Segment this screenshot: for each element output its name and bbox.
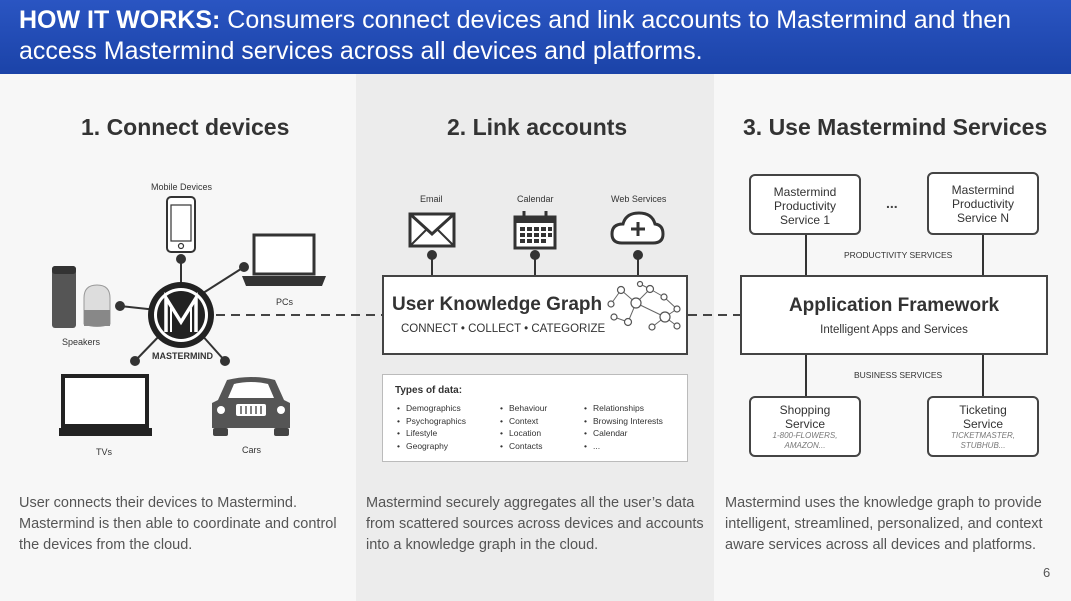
header-text: HOW IT WORKS: Consumers connect devices …	[19, 5, 1049, 67]
application-framework-subtitle: Intelligent Apps and Services	[820, 324, 968, 336]
type-item: Contacts	[500, 440, 547, 453]
tvs-label: TVs	[96, 447, 113, 457]
type-item: Psychographics	[397, 415, 466, 428]
type-item: Lifestyle	[397, 427, 466, 440]
step3-title: 3. Use Mastermind Services	[743, 114, 1048, 140]
types-column-2: Behaviour Context Location Contacts	[500, 402, 547, 453]
ticketing-service-label: Ticketing Service	[959, 403, 1007, 431]
types-column-3: Relationships Browsing Interests Calenda…	[584, 402, 663, 453]
type-item: Relationships	[584, 402, 663, 415]
step2-title: 2. Link accounts	[447, 114, 628, 140]
pcs-label: PCs	[276, 297, 294, 307]
mobile-label: Mobile Devices	[151, 182, 213, 192]
type-item: Context	[500, 415, 547, 428]
knowledge-graph-title: User Knowledge Graph	[392, 294, 603, 315]
type-item: Browsing Interests	[584, 415, 663, 428]
hub-label: MASTERMIND	[152, 351, 213, 361]
knowledge-graph-box: User Knowledge Graph CONNECT • COLLECT •…	[382, 275, 688, 355]
shopping-service-label: Shopping Service	[779, 403, 831, 431]
productivity-service-1-label: Mastermind Productivity Service 1	[773, 185, 837, 227]
speakers-label: Speakers	[62, 337, 101, 347]
types-title: Types of data:	[395, 385, 463, 396]
shopping-service-examples: 1-800-FLOWERS, AMAZON...	[772, 431, 838, 450]
step2-description: Mastermind securely aggregates all the u…	[366, 495, 704, 553]
email-label: Email	[420, 194, 443, 204]
types-column-1: Demographics Psychographics Lifestyle Ge…	[397, 402, 466, 453]
productivity-services-label: PRODUCTIVITY SERVICES	[844, 250, 953, 260]
ticketing-service-examples: TICKETMASTER, STUBHUB...	[950, 431, 1015, 450]
calendar-label: Calendar	[517, 194, 554, 204]
header-body: Consumers connect devices and link accou…	[19, 6, 1012, 65]
productivity-service-1: Mastermind Productivity Service 1	[749, 174, 861, 235]
business-services-label: BUSINESS SERVICES	[854, 370, 943, 380]
types-of-data-box: Types of data: Demographics Psychographi…	[382, 374, 688, 462]
type-item: Geography	[397, 440, 466, 453]
web-services-label: Web Services	[611, 194, 667, 204]
step3-description: Mastermind uses the knowledge graph to p…	[725, 495, 1043, 553]
productivity-service-n-label: Mastermind Productivity Service N	[951, 183, 1015, 225]
page-number: 6	[1043, 565, 1051, 580]
header-banner: HOW IT WORKS: Consumers connect devices …	[0, 0, 1071, 74]
type-item: Demographics	[397, 402, 466, 415]
type-item: Behaviour	[500, 402, 547, 415]
knowledge-graph-subtitle: CONNECT • COLLECT • CATEGORIZE	[401, 323, 606, 335]
header-lead: HOW IT WORKS:	[19, 6, 221, 34]
step1-description: User connects their devices to Mastermin…	[19, 495, 337, 553]
type-item: Location	[500, 427, 547, 440]
productivity-service-n: Mastermind Productivity Service N	[927, 172, 1039, 235]
application-framework-box: Application Framework Intelligent Apps a…	[740, 275, 1048, 355]
shopping-service: Shopping Service 1-800-FLOWERS, AMAZON..…	[749, 396, 861, 457]
cars-label: Cars	[242, 445, 262, 455]
application-framework-title: Application Framework	[788, 295, 1000, 316]
type-item: ...	[584, 440, 663, 453]
services-ellipsis: ...	[886, 195, 898, 211]
ticketing-service: Ticketing Service TICKETMASTER, STUBHUB.…	[927, 396, 1039, 457]
step1-title: 1. Connect devices	[81, 114, 290, 140]
type-item: Calendar	[584, 427, 663, 440]
